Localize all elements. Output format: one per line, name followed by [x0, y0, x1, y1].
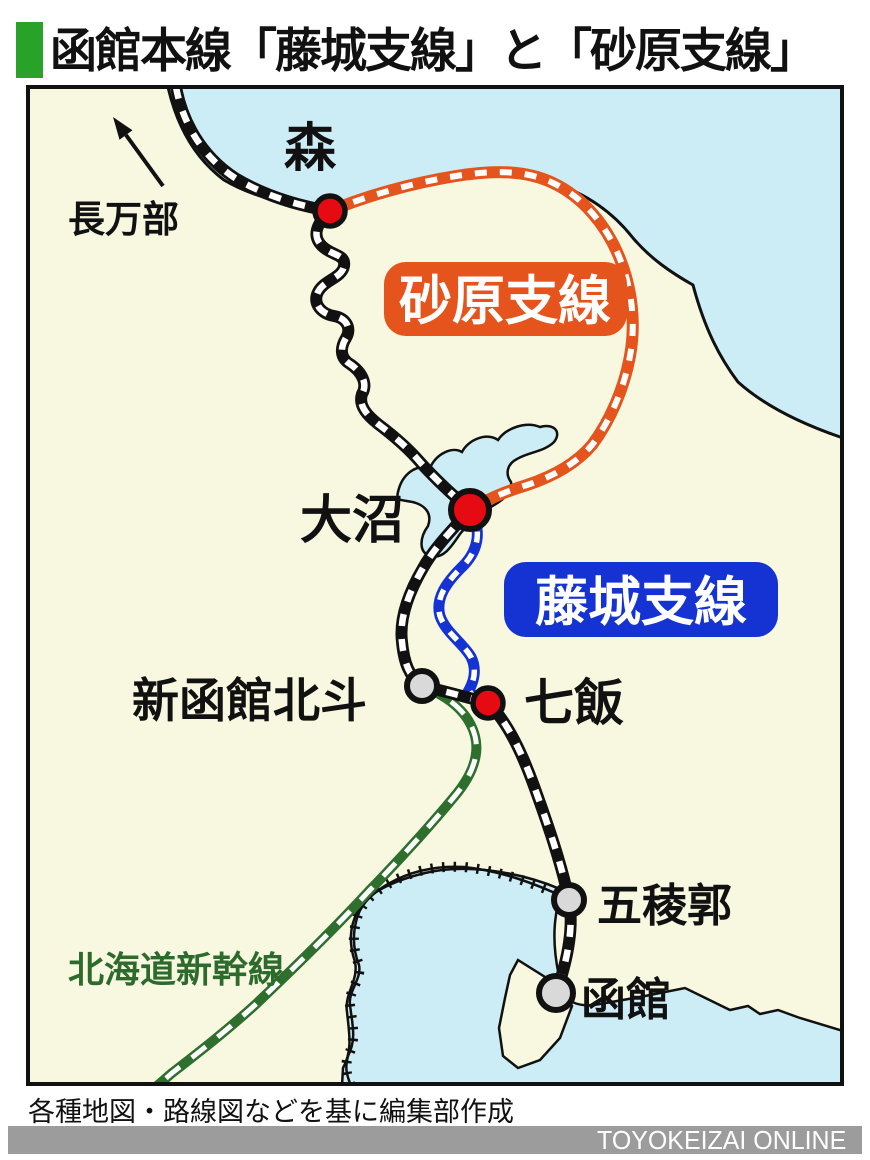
water-bottom-bay [340, 867, 840, 1082]
page-title: 函館本線「藤城支線」と「砂原支線」 [50, 23, 817, 77]
station-mori-label: 森 [284, 120, 337, 178]
title-bullet-icon [16, 22, 43, 78]
map-frame: 森 長万部 大沼 新函館北斗 七飯 五稜郭 函館 砂原支線 藤城支線 北海道新幹… [26, 85, 844, 1086]
shinkansen-line-label: 北海道新幹線 [68, 949, 284, 990]
header: 函館本線「藤城支線」と「砂原支線」 [16, 22, 856, 78]
oshamambe-arrow-icon [113, 117, 165, 188]
station-onuma-marker [448, 488, 492, 532]
sawara-line-label-pill [384, 262, 627, 336]
footer-bar: TOYOKEIZAI ONLINE [8, 1124, 862, 1155]
station-nanae-label: 七飯 [524, 675, 624, 731]
station-shin-hakodate-hokuto-marker [404, 668, 440, 704]
station-shin-hakodate-hokuto-label: 新函館北斗 [132, 674, 367, 727]
station-onuma-label: 大沼 [300, 492, 404, 550]
station-hakodate-marker [536, 973, 576, 1013]
station-goryokaku-label: 五稜郭 [597, 880, 732, 931]
station-nanae-marker [470, 685, 506, 721]
oshamambe-label: 長万部 [68, 199, 179, 240]
route-map: 森 長万部 大沼 新函館北斗 七飯 五稜郭 函館 砂原支線 藤城支線 北海道新幹… [30, 89, 840, 1082]
station-hakodate-label: 函館 [581, 974, 671, 1025]
source-caption: 各種地図・路線図などを基に編集部作成 [28, 1097, 514, 1127]
station-goryokaku-marker [551, 882, 587, 918]
station-mori-marker [312, 193, 348, 229]
sawara-line-label: 砂原支線 [399, 272, 611, 331]
fujishiro-line-label-pill [504, 562, 778, 637]
brand-text: TOYOKEIZAI ONLINE [597, 1124, 847, 1155]
fujishiro-line-label: 藤城支線 [535, 573, 747, 632]
